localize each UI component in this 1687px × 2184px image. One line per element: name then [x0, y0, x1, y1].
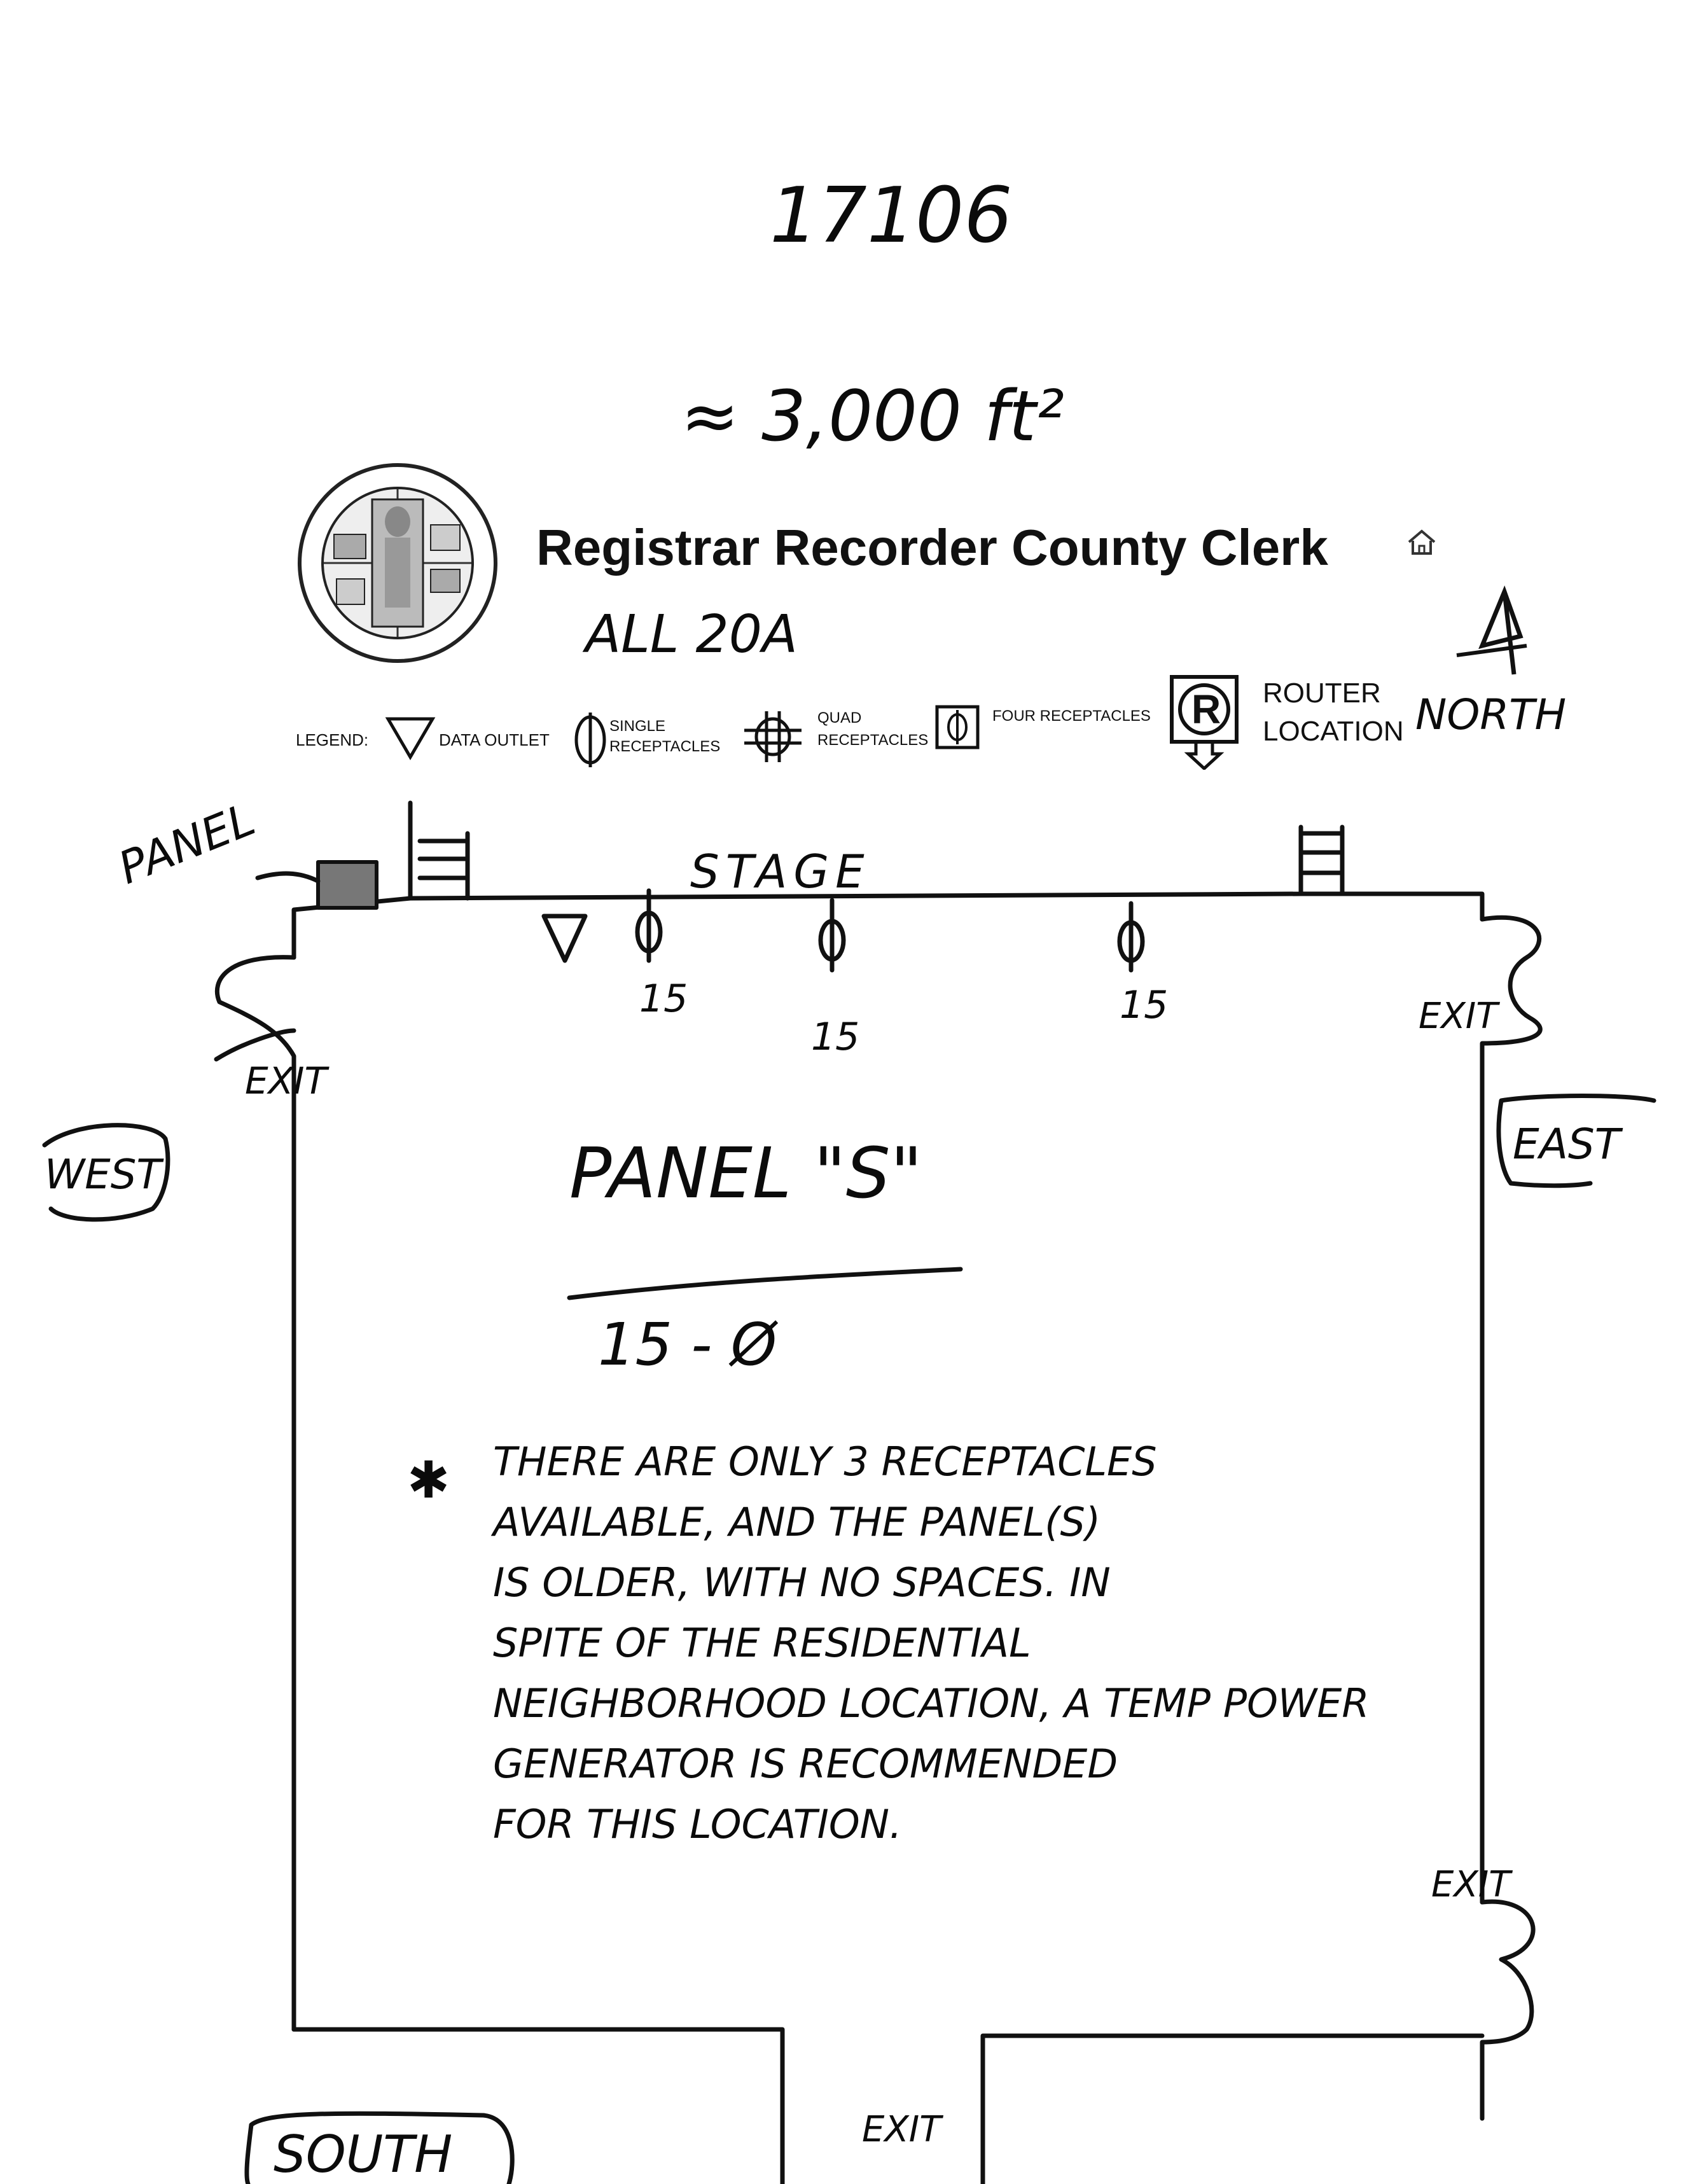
- stage-label: STAGE: [690, 845, 871, 898]
- panel-leader-line: [255, 871, 321, 884]
- stage-steps-right: [1298, 824, 1402, 896]
- exit-label-south: EXIT: [862, 2109, 941, 2150]
- wall-east-upper: [1480, 915, 1543, 1905]
- note-line-3: IS OLDER, WITH NO SPACES. IN: [493, 1559, 1111, 1606]
- wall-east-lower: [1480, 1899, 1536, 2121]
- note-line-4: SPITE OF THE RESIDENTIAL: [493, 1620, 1031, 1666]
- legend-label: LEGEND:: [296, 730, 369, 749]
- recommendation-note: THERE ARE ONLY 3 RECEPTACLES AVAILABLE, …: [493, 1431, 1369, 1854]
- receptacle-amp-1: 15: [639, 977, 688, 1021]
- stage-wall: [408, 800, 1303, 901]
- area-annotation: ≈ 3,000 ft²: [681, 375, 1064, 457]
- wall-north-east: [1298, 891, 1485, 922]
- note-line-5: NEIGHBORHOOD LOCATION, A TEMP POWER: [493, 1680, 1370, 1727]
- single-receptacle-icon: [574, 713, 606, 767]
- router-letter: R: [1191, 686, 1221, 732]
- data-outlet-icon: [385, 717, 436, 760]
- note-line-7: FOR THIS LOCATION.: [493, 1801, 902, 1847]
- exit-label-west: EXIT: [245, 1059, 327, 1102]
- wall-south-east: [980, 2033, 1485, 2184]
- note-asterisk: ✱: [407, 1450, 450, 1510]
- west-box: [42, 1123, 170, 1222]
- page-title: Registrar Recorder County Clerk: [536, 519, 1328, 576]
- legend-router-label-1: ROUTER: [1263, 678, 1381, 709]
- legend-router-label-2: LOCATION: [1263, 716, 1404, 747]
- receptacle-marker-3: [1117, 901, 1145, 973]
- circuit-note: ALL 20A: [585, 604, 798, 665]
- receptacle-amp-3: 15: [1120, 983, 1169, 1027]
- legend-four-label: FOUR RECEPTACLES: [992, 707, 1151, 725]
- west-label: WEST: [45, 1151, 162, 1199]
- legend-quad-label-1: QUAD: [817, 709, 862, 727]
- home-icon: [1408, 529, 1436, 555]
- north-arrow-icon: [1456, 585, 1527, 675]
- panel-name-underline: [567, 1267, 963, 1300]
- exit-label-southeast: EXIT: [1431, 1864, 1511, 1905]
- router-location-icon: [1170, 675, 1239, 770]
- exit-label-northeast: EXIT: [1419, 996, 1498, 1037]
- legend-single-label-1: SINGLE: [609, 718, 666, 735]
- receptacle-amp-2: 15: [811, 1015, 860, 1059]
- south-label: SOUTH: [274, 2125, 453, 2184]
- note-line-1: THERE ARE ONLY 3 RECEPTACLES: [493, 1438, 1157, 1485]
- legend-quad-label-2: RECEPTACLES: [817, 732, 929, 749]
- legend-data-outlet-label: DATA OUTLET: [439, 730, 550, 749]
- north-label: NORTH: [1415, 690, 1567, 739]
- note-line-6: GENERATOR IS RECOMMENDED: [493, 1741, 1118, 1787]
- panel-name: PANEL "S": [569, 1132, 923, 1214]
- county-seal-icon: [298, 463, 497, 663]
- south-box: [244, 2111, 515, 2184]
- legend-single-label-2: RECEPTACLES: [609, 738, 721, 755]
- data-outlet-marker: [541, 914, 588, 963]
- exit-west-door: [214, 1028, 296, 1062]
- panel-rating: 15 - Ø: [598, 1311, 777, 1379]
- east-label: EAST: [1513, 1120, 1621, 1169]
- receptacle-marker-2: [818, 898, 846, 973]
- wall-west: [214, 955, 296, 2032]
- electrical-panel-icon: [316, 860, 378, 910]
- stage-steps-left: [417, 831, 470, 901]
- four-receptacle-icon: [935, 705, 980, 749]
- form-number: 17106: [770, 172, 1013, 260]
- east-box: [1496, 1094, 1656, 1188]
- quad-receptacle-icon: [744, 711, 802, 762]
- receptacle-marker-1: [635, 888, 663, 963]
- wall-south-west: [291, 2027, 785, 2184]
- note-line-2: AVAILABLE, AND THE PANEL(S): [493, 1499, 1101, 1545]
